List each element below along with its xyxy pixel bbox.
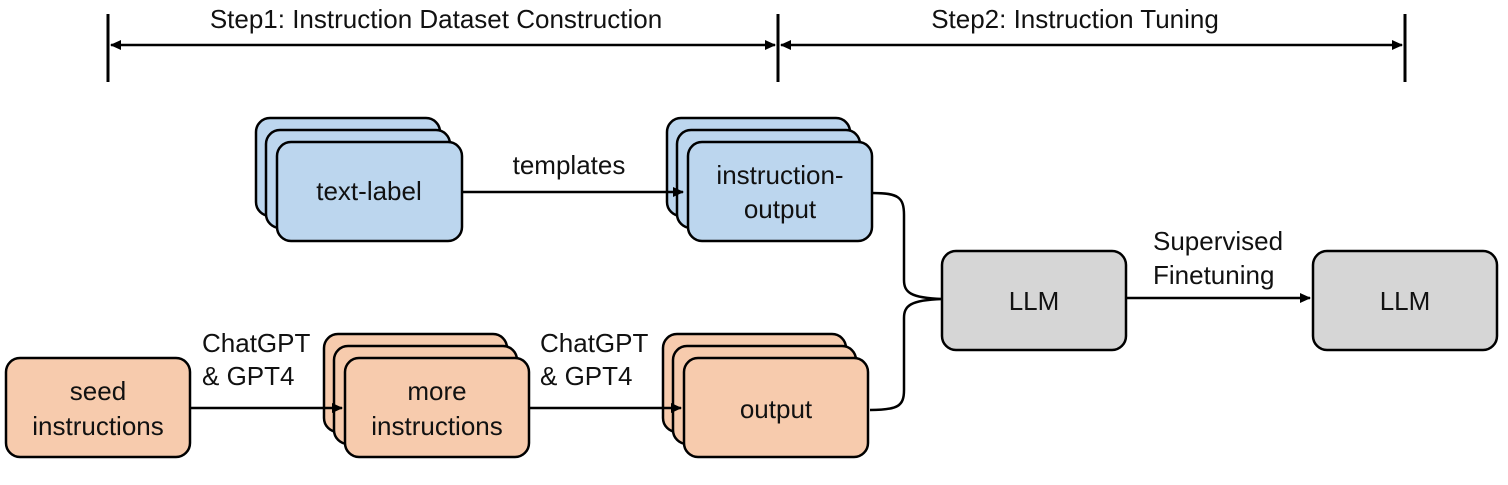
chatgpt-label-1-line1: ChatGPT	[202, 328, 310, 358]
more-instructions-text-line1: more	[407, 376, 466, 406]
stage-header: Step1: Instruction Dataset Construction …	[106, 4, 1407, 82]
chatgpt-edge-1: ChatGPT & GPT4	[190, 328, 343, 413]
llm-base-text: LLM	[1009, 286, 1060, 316]
supervised-label-line2: Finetuning	[1153, 260, 1274, 290]
seed-instructions-text-line1: seed	[70, 376, 126, 406]
seed-instructions-node: seed instructions	[4, 356, 192, 459]
instruction-output-stack: instruction- output	[665, 116, 874, 243]
output-text: output	[740, 394, 813, 424]
llm-base-box	[940, 249, 1128, 352]
seed-instructions-box	[4, 356, 192, 459]
seed-instructions-text-line2: instructions	[32, 411, 164, 441]
chatgpt-label-2-line1: ChatGPT	[540, 328, 648, 358]
instruction-output-text-line1: instruction-	[716, 160, 843, 190]
llm-tuned-text: LLM	[1380, 286, 1431, 316]
merge-brace	[869, 191, 943, 412]
step1-title: Step1: Instruction Dataset Construction	[210, 4, 662, 34]
llm-tuned-box	[1311, 249, 1499, 352]
instruction-output-box	[686, 140, 874, 243]
more-instructions-text-line2: instructions	[371, 411, 503, 441]
templates-label: templates	[513, 150, 626, 180]
llm-base-node: LLM	[940, 249, 1128, 352]
output-box	[682, 356, 870, 459]
supervised-label-line1: Supervised	[1153, 226, 1283, 256]
llm-tuned-node: LLM	[1311, 249, 1499, 352]
text-label-stack: text-label	[254, 116, 464, 243]
output-stack: output	[661, 332, 870, 459]
chatgpt-label-2-line2: & GPT4	[540, 361, 632, 391]
chatgpt-edge-2: ChatGPT & GPT4	[529, 328, 682, 413]
text-label-text: text-label	[316, 176, 422, 206]
templates-edge: templates	[462, 150, 684, 197]
step2-title: Step2: Instruction Tuning	[931, 4, 1219, 34]
more-instructions-box	[343, 356, 531, 459]
instruction-output-text-line2: output	[744, 194, 817, 224]
supervised-edge: Supervised Finetuning	[1126, 226, 1311, 303]
more-instructions-stack: more instructions	[322, 332, 531, 459]
chatgpt-label-1-line2: & GPT4	[202, 361, 294, 391]
